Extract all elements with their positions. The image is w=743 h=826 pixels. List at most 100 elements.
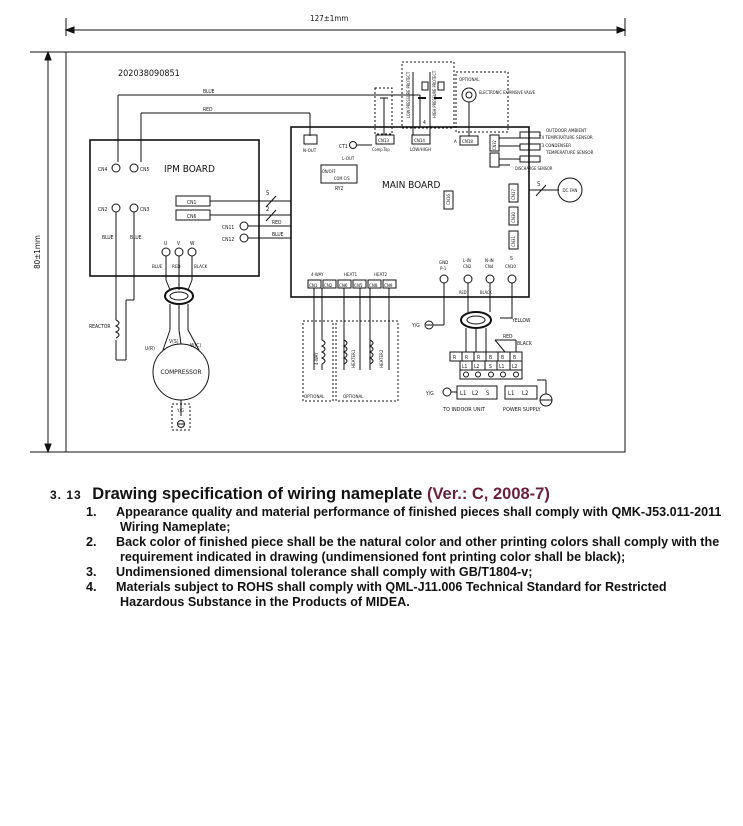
main-cn2b: CN2 [463, 264, 472, 270]
spec-version: (Ver.: C, 2008-7) [426, 485, 550, 503]
spec-title: Drawing specification of wiring nameplat… [92, 485, 423, 503]
sensor-3: TEMPERATURE SENSOR [545, 150, 594, 156]
main-cn-row-3: CN5 [354, 283, 363, 289]
compressor-label: COMPRESSOR [160, 368, 201, 376]
main-n-out: N-OUT [303, 148, 317, 154]
terminal-top-2: R [477, 355, 480, 361]
ipm-cn3: CN3 [140, 207, 150, 213]
main-n-in: N-IN [485, 258, 494, 264]
wire-blue-left: BLUE [102, 235, 114, 241]
main-l-in: L-IN [463, 258, 471, 264]
optional-heaters: OPTIONAL [343, 394, 364, 400]
eev-label: ELECTRONIC EXPANSIVE VALVE [479, 90, 536, 95]
terminal-bottom-1: L2 [472, 390, 478, 397]
main-comp-top: Comp.Top [372, 147, 390, 152]
label-v: V [177, 241, 181, 247]
terminal-top-0: R [453, 355, 456, 361]
wire-red-top: RED [203, 107, 213, 113]
terminal-mid-0: L1 [462, 364, 468, 370]
spec-item-1: 1.Appearance quality and material perfor… [86, 505, 722, 534]
terminal-top-1: R [465, 355, 468, 361]
terminal-bottom-2: S [486, 390, 490, 397]
specification-block: 3. 13 Drawing specification of wiring na… [50, 484, 730, 610]
main-cn13: CN13 [378, 138, 389, 144]
ipm-cn4: CN4 [98, 167, 108, 173]
wire-black-terminal: BLACK [517, 341, 533, 347]
wire-red-terminal: RED [503, 334, 513, 340]
compressor-u: U(R) [145, 346, 155, 352]
spec-item-2: 2.Back color of finished piece shall be … [86, 535, 720, 564]
main-four-way: 4-WAY [311, 272, 324, 278]
terminal-top-5: B [513, 355, 516, 361]
optional-eev: OPTIONAL [459, 77, 480, 83]
reactor-label: REACTOR [89, 324, 111, 330]
main-cn32: CN32 [492, 140, 497, 150]
label-u: U [164, 241, 167, 247]
wire-blue-left2: BLUE [130, 235, 142, 241]
main-heat2: HEAT2 [374, 272, 387, 278]
coil-heater2: HEATER2 [379, 349, 385, 368]
main-cn10: CN10 [505, 264, 516, 270]
serial-number: 202038090851 [118, 69, 180, 79]
ipm-cn12: CN12 [222, 237, 234, 243]
sensor-1: T4 TEMPERATURE SENSOR [538, 135, 593, 141]
terminal-mid-4: L2 [512, 364, 518, 370]
spec-heading: 3. 13 Drawing specification of wiring na… [50, 484, 730, 505]
main-low-high: LOW/HIGH [410, 147, 431, 153]
sensor-4: DISCHARGE SENSOR [515, 166, 553, 171]
yg-terminal: Y/G [426, 391, 434, 397]
ipm-board-label: IPM BOARD [164, 164, 215, 175]
power-supply: POWER SUPPLY [503, 407, 542, 413]
to-indoor-unit: TO INDOOR UNIT [442, 407, 486, 413]
spec-item-3: 3.Undimensioned dimensional tolerance sh… [86, 565, 533, 579]
main-on-off: ON/OFF [322, 169, 336, 174]
ipm-cn5: CN5 [140, 167, 150, 173]
low-pressure-switch: LOW PRESSURE PROTECT [406, 71, 411, 118]
compressor-w: W(C) [190, 343, 201, 349]
spec-item-4: 4.Materials subject to ROHS shall comply… [86, 580, 667, 609]
main-board-label: MAIN BOARD [382, 180, 440, 191]
main-cn31: CN31 [511, 236, 517, 247]
dimension-width: 127±1mm [310, 14, 348, 23]
main-com-cs: COM C/S [334, 176, 350, 181]
wire-black-power: BLACK [480, 290, 492, 295]
main-heat1: HEAT1 [344, 272, 357, 278]
wire-count-2: 2 [266, 206, 269, 213]
main-cn16: CN16 [446, 194, 452, 205]
main-cn-row-5: CN9 [384, 283, 393, 289]
main-five-fan: 5 [537, 181, 540, 188]
wire-blue-top: BLUE [203, 89, 215, 95]
main-cn-row-2: CN6 [339, 283, 348, 289]
ipm-cn1: CN1 [187, 200, 197, 206]
sensor-2: T3 CONDENSER [538, 143, 571, 149]
main-cn-row-4: CN8 [369, 283, 378, 289]
main-cn18: CN18 [462, 139, 473, 145]
terminal-top-3: B [489, 355, 492, 361]
main-cn-row-1: CN2 [324, 283, 333, 289]
sensor-0: OUTDOOR AMBIENT [546, 128, 587, 134]
main-cn-row-0: CN1 [309, 283, 318, 289]
spec-number: 3. 13 [50, 488, 82, 502]
wiring-diagram: 127±1mm 80±1mm 202038090851 BLUE RED IPM… [30, 14, 627, 454]
ipm-cn11: CN11 [222, 225, 234, 231]
terminal-mid-1: L2 [474, 364, 480, 370]
wire-red-v: RED [172, 264, 181, 270]
coil-four-way: 4-WAY [314, 352, 320, 365]
terminal-mid-3: L1 [499, 364, 505, 370]
main-s: S [510, 256, 513, 262]
main-gnd: GND [439, 260, 448, 266]
dimension-height: 80±1mm [33, 235, 42, 269]
wire-red-power: RED [459, 290, 467, 295]
main-four: 4 [423, 120, 426, 126]
main-cn30: CN30 [511, 212, 517, 223]
label-w: W [190, 241, 195, 247]
wire-yellow: YELLOW [512, 318, 531, 324]
terminal-mid-2: S [489, 364, 492, 370]
terminal-top-4: B [501, 355, 504, 361]
main-p1: P-1 [440, 266, 447, 272]
main-cn14: CN14 [414, 138, 425, 144]
terminal-bottom-0: L1 [460, 390, 466, 397]
ipm-cn2: CN2 [98, 207, 108, 213]
wire-blue-u: BLUE [152, 264, 163, 270]
terminal-bottom-3: L1 [508, 390, 514, 397]
